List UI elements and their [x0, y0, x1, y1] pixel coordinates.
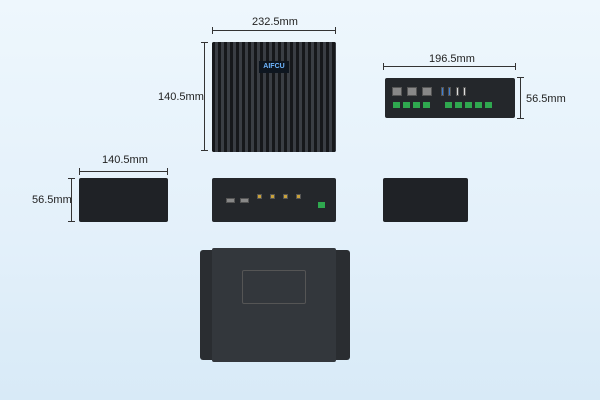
device-rear-view	[212, 178, 336, 222]
dimension-line-height-side	[71, 178, 72, 222]
side-width-label: 140.5mm	[102, 154, 148, 166]
device-top-view: AIFCU	[212, 42, 336, 152]
dimension-line-height-top	[204, 42, 205, 150]
device-bottom-view	[212, 248, 336, 362]
dimension-line-height-front	[520, 77, 521, 119]
device-side-view-right	[383, 178, 468, 222]
logo: AIFCU	[259, 61, 289, 73]
side-height-label: 56.5mm	[32, 194, 72, 206]
top-height-label: 140.5mm	[158, 91, 204, 103]
dimension-line-width-front	[383, 66, 516, 67]
top-width-label: 232.5mm	[252, 16, 298, 28]
front-height-label: 56.5mm	[526, 93, 566, 105]
dimension-line-width-top	[212, 30, 336, 31]
dimension-line-width-side	[79, 171, 168, 172]
device-side-view-left	[79, 178, 168, 222]
device-front-view	[385, 78, 515, 118]
front-width-label: 196.5mm	[429, 53, 475, 65]
